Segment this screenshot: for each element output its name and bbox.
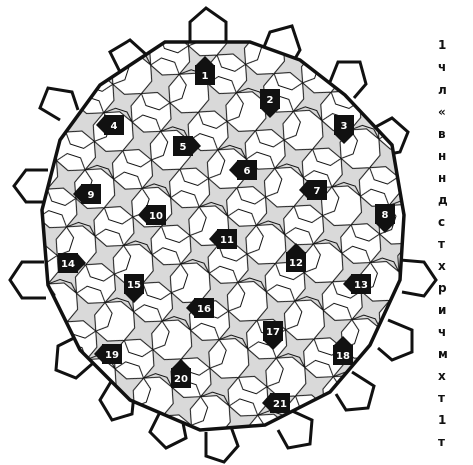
marker-number: 2 — [267, 95, 274, 106]
marker-3[interactable]: 3 — [334, 115, 354, 144]
marker-number: 19 — [105, 350, 119, 361]
side-text-line: д — [438, 193, 448, 207]
side-text-line: в — [438, 127, 446, 141]
side-text-line: 1 — [438, 38, 447, 52]
side-text-line: 1 — [438, 413, 447, 427]
marker-4[interactable]: 4 — [96, 115, 124, 135]
marker-number: 13 — [354, 280, 368, 291]
side-text-line: х — [438, 259, 446, 273]
marker-number: 4 — [111, 121, 118, 132]
side-text-line: н — [438, 171, 447, 185]
side-text-line: т — [438, 435, 445, 449]
marker-19[interactable]: 19 — [94, 344, 122, 364]
marker-6[interactable]: 6 — [229, 160, 257, 180]
side-text-line: м — [438, 347, 448, 361]
marker-number: 10 — [149, 211, 163, 222]
cropped-side-text: 1 ч л « в н н д с т х р и ч м х т 1 т — [438, 0, 473, 465]
marker-5[interactable]: 5 — [173, 136, 201, 156]
side-text-line: р — [438, 281, 447, 295]
marker-number: 6 — [244, 166, 251, 177]
side-text-line: и — [438, 303, 447, 317]
side-text-line: т — [438, 391, 445, 405]
marker-number: 1 — [202, 71, 209, 82]
marker-15[interactable]: 15 — [124, 274, 144, 303]
marker-number: 9 — [88, 190, 95, 201]
marker-number: 11 — [220, 235, 234, 246]
marker-9[interactable]: 9 — [73, 184, 101, 204]
side-text-line: н — [438, 149, 447, 163]
marker-2[interactable]: 2 — [260, 89, 280, 118]
side-text-line: ч — [438, 325, 447, 339]
marker-number: 16 — [197, 304, 211, 315]
marker-number: 17 — [266, 327, 280, 338]
side-text-line: « — [438, 105, 446, 119]
marker-number: 21 — [273, 399, 287, 410]
side-text-line: л — [438, 83, 447, 97]
puzzle-board: 1 2 3 4 5 6 7 8 9 10 11 12 13 14 15 16 1… — [8, 6, 438, 464]
marker-1[interactable]: 1 — [195, 56, 215, 85]
marker-number: 7 — [314, 186, 321, 197]
marker-7[interactable]: 7 — [299, 180, 327, 200]
marker-20[interactable]: 20 — [171, 359, 191, 388]
marker-number: 8 — [382, 210, 389, 221]
marker-18[interactable]: 18 — [333, 336, 353, 365]
board-outline — [40, 40, 406, 432]
side-text-line: с — [438, 215, 446, 229]
marker-number: 18 — [336, 351, 350, 362]
marker-number: 12 — [289, 258, 303, 269]
side-text-line: т — [438, 237, 445, 251]
marker-number: 3 — [341, 121, 348, 132]
marker-8[interactable]: 8 — [375, 204, 395, 233]
marker-number: 5 — [180, 142, 187, 153]
marker-10[interactable]: 10 — [138, 205, 166, 225]
number-markers: 1 2 3 4 5 6 7 8 9 10 11 12 13 14 15 16 1… — [58, 56, 395, 413]
marker-21[interactable]: 21 — [262, 393, 290, 413]
marker-16[interactable]: 16 — [186, 298, 214, 318]
marker-12[interactable]: 12 — [286, 243, 306, 272]
marker-number: 15 — [127, 280, 141, 291]
side-text-line: х — [438, 369, 446, 383]
marker-17[interactable]: 17 — [263, 321, 283, 350]
marker-number: 14 — [61, 259, 75, 270]
marker-11[interactable]: 11 — [209, 229, 237, 249]
marker-number: 20 — [174, 374, 188, 385]
side-text-line: ч — [438, 60, 447, 74]
marker-13[interactable]: 13 — [343, 274, 371, 294]
marker-14[interactable]: 14 — [58, 253, 86, 273]
